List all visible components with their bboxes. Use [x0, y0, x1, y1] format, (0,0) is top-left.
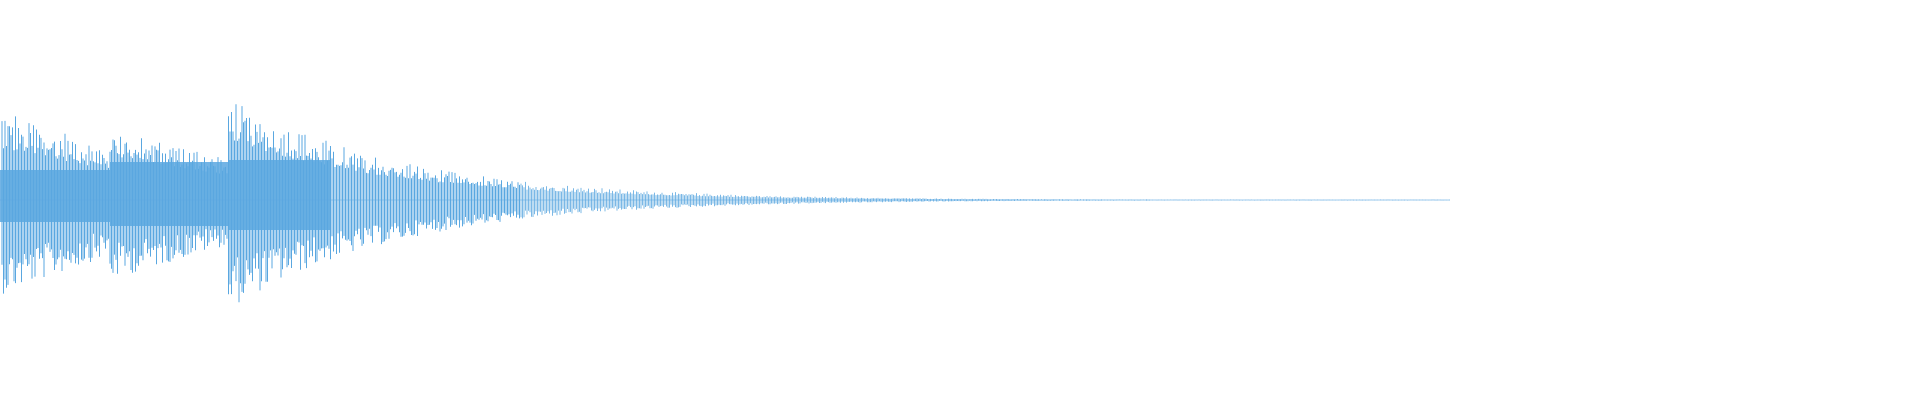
- waveform-lines: [0, 104, 1450, 303]
